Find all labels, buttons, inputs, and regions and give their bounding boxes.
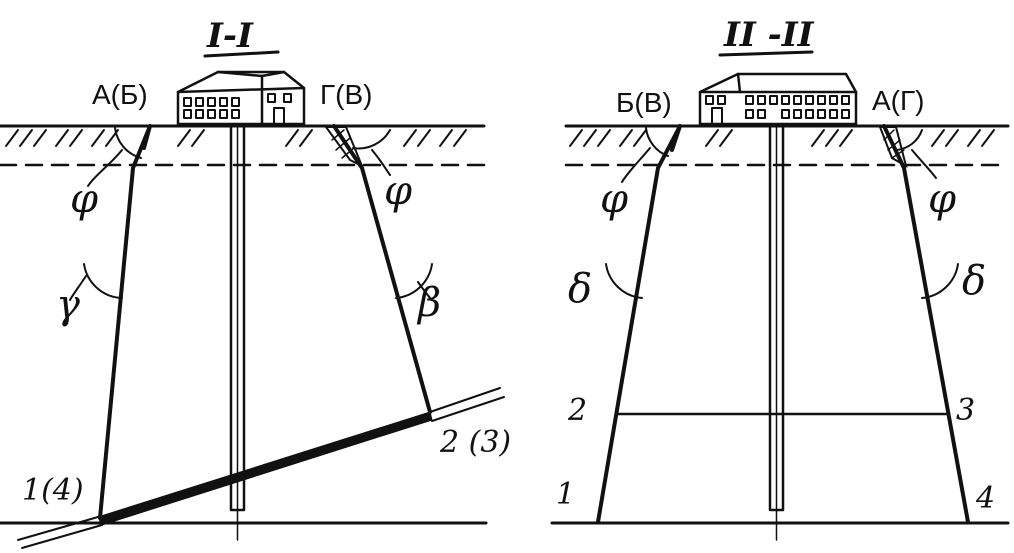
house-icon — [176, 70, 306, 126]
section-left-right-alluvium-wedge — [324, 126, 364, 169]
section-right-phi-left-leader — [621, 147, 651, 183]
section-left-seam-extension-left-bottom — [21, 524, 103, 549]
section-left-seam-extension-right-top — [429, 387, 501, 413]
section-right: II -II — [550, 15, 1010, 541]
section-left-phi-left-leader — [87, 149, 123, 187]
section-right-phi-right-label: φ — [928, 176, 956, 222]
section-left-boundary-left — [98, 124, 152, 520]
section-right-phi-arc-left — [645, 127, 669, 157]
section-right-point-3-label: 3 — [956, 393, 975, 428]
section-left-point-1-4-label: 1(4) — [22, 473, 84, 508]
section-left-label-top-left: А(Б) — [92, 79, 148, 110]
section-right-label-top-right: А(Г) — [872, 85, 925, 116]
section-left: I-I — [0, 16, 511, 549]
section-left-title: I-I — [206, 16, 254, 56]
section-right-point-1-label: 1 — [556, 477, 575, 512]
section-right-title-underline — [718, 50, 814, 57]
section-left-ground-hatching — [5, 129, 467, 147]
section-right-delta-left-label: δ — [568, 266, 592, 312]
section-left-right-wedge-hatching — [331, 129, 355, 159]
section-right-point-4-label: 4 — [975, 481, 995, 516]
section-right-delta-right-label: δ — [962, 258, 986, 304]
section-left-phi-arc-left — [114, 127, 142, 159]
section-left-seam-extension-left-top — [17, 516, 99, 541]
section-right-ground-hatching — [569, 129, 995, 147]
section-left-boundary-left-tip — [142, 124, 152, 150]
section-left-beta-leader — [417, 281, 433, 301]
section-right-boundary-right — [882, 124, 970, 524]
section-left-seam-extension-right-bottom — [431, 396, 505, 422]
section-right-delta-arc-right — [921, 263, 959, 299]
section-right-boundary-left-tip — [670, 124, 682, 152]
section-left-phi-right-label: φ — [384, 168, 412, 214]
section-left-beta-arc — [395, 263, 433, 299]
section-right-delta-arc-left — [605, 263, 643, 299]
section-left-phi-left-label: φ — [70, 176, 98, 222]
section-left-gamma-arc — [83, 263, 123, 299]
section-left-label-top-right: Г(В) — [320, 79, 373, 110]
section-right-point-2-label: 2 — [567, 393, 587, 428]
section-left-boundary-right — [332, 124, 432, 414]
section-left-title-underline — [203, 50, 280, 58]
section-left-beta-label: β — [416, 280, 441, 326]
section-right-phi-arc-right — [895, 129, 923, 151]
section-left-gamma-leader — [69, 275, 87, 301]
section-left-gamma-label: γ — [56, 282, 80, 328]
section-left-point-2-3-label: 2 (3) — [439, 425, 511, 460]
section-left-phi-right-leader — [371, 149, 391, 176]
section-left-phi-arc-right — [352, 129, 391, 150]
section-right-right-wedge-hatching — [883, 129, 905, 159]
section-right-phi-right-leader — [911, 149, 937, 179]
section-right-title: II -II — [723, 15, 815, 55]
section-right-phi-left-label: φ — [600, 176, 628, 222]
section-right-right-alluvium-wedge — [878, 126, 908, 169]
section-right-boundary-left — [596, 124, 682, 524]
house-long-icon — [698, 72, 858, 126]
section-right-label-top-left: Б(В) — [616, 87, 672, 118]
section-left-coal-seam — [97, 411, 433, 526]
